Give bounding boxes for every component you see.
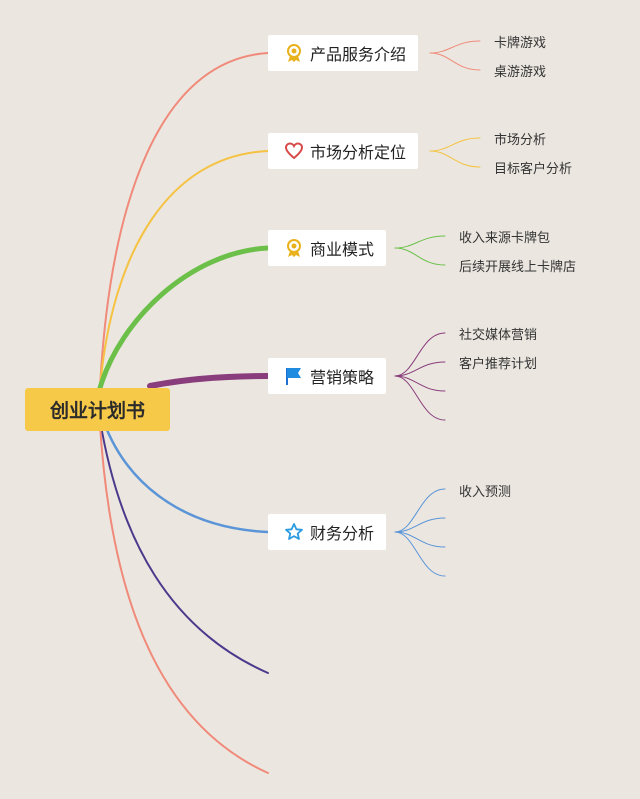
leaf-target-customer[interactable]: 目标客户分析 [494, 162, 573, 177]
leaf-line-product-1 [429, 52, 481, 71]
leaf-line-marketing-3 [394, 375, 446, 421]
root-topic-label: 创业计划书 [49, 400, 145, 422]
leaf-line-finance-3 [394, 531, 446, 577]
leaf-revenue-source[interactable]: 收入来源卡牌包 [459, 231, 551, 246]
leaf-social-media[interactable]: 社交媒体营销 [459, 328, 538, 343]
leaf-line-finance-1 [394, 517, 446, 533]
topic-label: 财务分析 [310, 524, 375, 543]
topic-market-analysis[interactable]: 市场分析定位 [268, 133, 419, 169]
branch-line-business [97, 245, 271, 391]
leaf-line-business-0 [394, 235, 446, 249]
leaf-revenue-forecast[interactable]: 收入预测 [459, 485, 512, 500]
root-topic[interactable]: 创业计划书 [25, 388, 170, 431]
leaf-line-marketing-1 [394, 361, 446, 377]
leaf-line-business-1 [394, 247, 446, 266]
leaf-market-analysis[interactable]: 市场分析 [494, 133, 547, 148]
leaf-card-game[interactable]: 卡牌游戏 [494, 36, 547, 51]
branch-line-finance [98, 408, 270, 534]
leaf-referral[interactable]: 客户推荐计划 [459, 357, 538, 372]
topic-marketing-strategy[interactable]: 营销策略 [268, 358, 387, 394]
star-icon [284, 522, 304, 542]
leaf-board-game[interactable]: 桌游游戏 [494, 65, 547, 80]
topic-financial-analysis[interactable]: 财务分析 [268, 514, 387, 550]
flag-icon [284, 366, 304, 386]
leaf-line-finance-0 [394, 488, 446, 533]
topic-business-model[interactable]: 商业模式 [268, 230, 387, 266]
topic-label: 商业模式 [310, 240, 375, 259]
award-ribbon-icon [284, 43, 304, 63]
branch-line-market [99, 150, 269, 389]
leaf-line-market-1 [429, 150, 481, 168]
topic-label: 营销策略 [310, 368, 375, 387]
branch-line-product [99, 52, 269, 389]
leaf-line-marketing-0 [394, 332, 446, 377]
topic-label: 产品服务介绍 [310, 45, 407, 64]
branch-line-extra-2 [99, 424, 269, 774]
topic-product-service[interactable]: 产品服务介绍 [268, 35, 419, 71]
award-ribbon-icon [284, 238, 304, 258]
branch-line-extra-1 [99, 419, 269, 674]
leaf-online-store[interactable]: 后续开展线上卡牌店 [459, 260, 577, 275]
branch-line-marketing [147, 373, 271, 389]
leaf-line-market-0 [429, 137, 481, 152]
leaf-line-product-0 [429, 40, 481, 54]
heart-icon [284, 141, 304, 161]
topic-label: 市场分析定位 [310, 143, 407, 162]
